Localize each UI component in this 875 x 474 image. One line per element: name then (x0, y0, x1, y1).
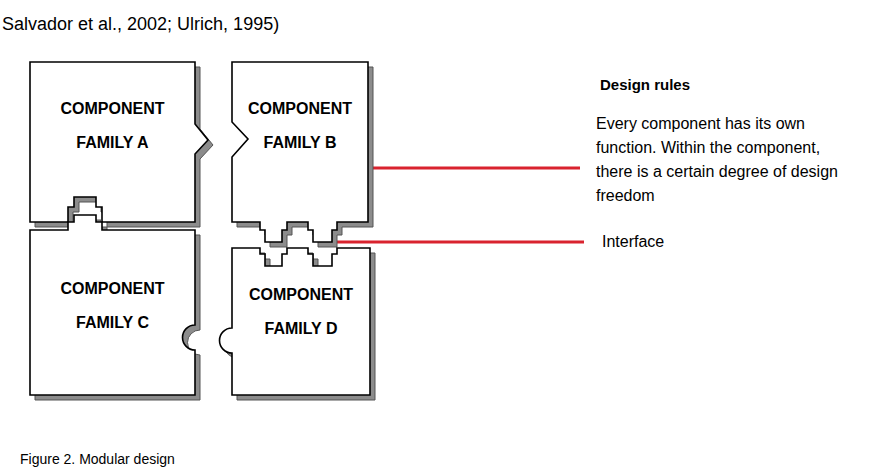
piece-outline (30, 215, 195, 395)
piece-text-holder: COMPONENT FAMILY D (232, 248, 370, 346)
leader-line (335, 241, 584, 244)
piece-outline (232, 62, 368, 242)
component-name: COMPONENT FAMILY A (48, 92, 178, 160)
interface-label: Interface (602, 230, 802, 254)
component-piece: COMPONENT FAMILY C (30, 230, 195, 395)
design-rules-note: Every component has its own function. Wi… (596, 112, 858, 208)
figure-caption: Figure 2. Modular design (20, 450, 175, 468)
component-name: COMPONENT FAMILY D (242, 278, 360, 346)
section-heading: Design rules (600, 74, 860, 96)
citation-text: Salvador et al., 2002; Ulrich, 1995) (2, 12, 422, 36)
component-name: COMPONENT FAMILY C (48, 272, 178, 340)
component-piece: COMPONENT FAMILY B (232, 62, 368, 222)
puzzle-outline (30, 230, 195, 395)
piece-text-holder: COMPONENT FAMILY B (232, 62, 368, 160)
component-piece: COMPONENT FAMILY D (232, 248, 370, 395)
component-piece: COMPONENT FAMILY A (30, 62, 195, 222)
component-name: COMPONENT FAMILY B (241, 92, 359, 160)
piece-outline (30, 62, 208, 222)
piece-outline (220, 248, 371, 395)
piece-text-holder: COMPONENT FAMILY A (30, 62, 195, 160)
piece-text-holder: COMPONENT FAMILY C (30, 230, 195, 340)
